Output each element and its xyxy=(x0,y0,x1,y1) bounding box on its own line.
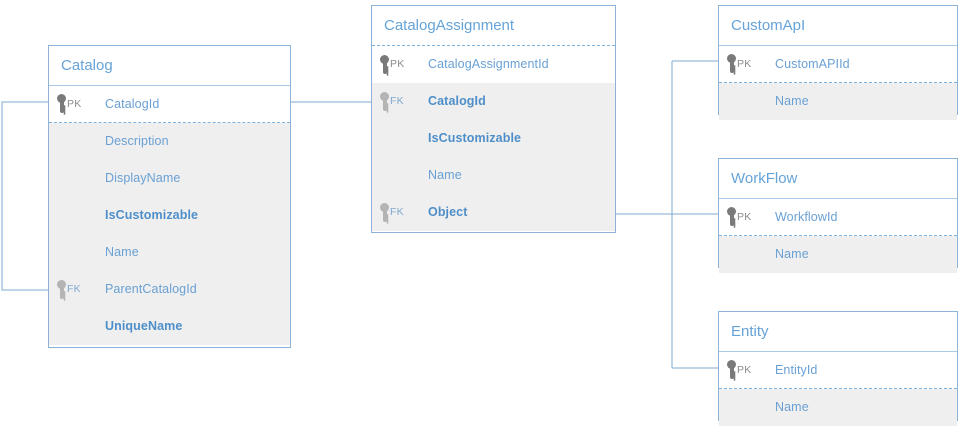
entity-table-catalogassignment[interactable]: CatalogAssignment PK CatalogAssignmentId… xyxy=(371,5,616,233)
field-row-uniquename[interactable]: UniqueName xyxy=(49,308,290,345)
foreign-key-icon xyxy=(380,91,389,112)
entity-table-entity[interactable]: Entity PK EntityId Name xyxy=(718,311,958,426)
field-name: CatalogAssignmentId xyxy=(428,57,549,71)
key-cell: FK xyxy=(57,271,101,308)
field-name: WorkflowId xyxy=(775,210,838,224)
entity-fields-customapi: PK CustomAPIId Name xyxy=(719,46,957,120)
entity-title-workflow: WorkFlow xyxy=(719,159,957,199)
foreign-key-icon xyxy=(57,279,66,300)
field-name: CustomAPIId xyxy=(775,57,850,71)
key-cell: FK xyxy=(380,194,424,231)
field-name: ParentCatalogId xyxy=(105,282,197,296)
entity-table-catalog[interactable]: Catalog PK CatalogId Description Display… xyxy=(48,45,291,348)
field-name: CatalogId xyxy=(105,97,160,111)
field-row-customapiid[interactable]: PK CustomAPIId xyxy=(719,46,957,83)
field-name: Name xyxy=(775,247,809,261)
field-name: IsCustomizable xyxy=(105,208,199,222)
field-name: DisplayName xyxy=(105,171,181,185)
entity-table-workflow[interactable]: WorkFlow PK WorkflowId Name xyxy=(718,158,958,273)
field-name: Name xyxy=(775,94,809,108)
key-label: PK xyxy=(390,58,405,70)
key-cell: PK xyxy=(380,46,424,83)
key-cell: PK xyxy=(727,199,771,235)
key-cell: FK xyxy=(380,83,424,120)
connector-catalog-self xyxy=(1,101,48,291)
entity-title-customapi: CustomApI xyxy=(719,6,957,46)
key-label: PK xyxy=(737,363,752,376)
entity-title-catalogassignment: CatalogAssignment xyxy=(372,6,615,46)
field-name: CatalogId xyxy=(428,94,486,108)
field-row-catalogassignmentid[interactable]: PK CatalogAssignmentId xyxy=(372,46,615,83)
key-cell: PK xyxy=(57,86,101,122)
key-cell: PK xyxy=(727,46,771,82)
primary-key-icon xyxy=(727,360,736,380)
key-cell: PK xyxy=(727,352,771,388)
field-name: IsCustomizable xyxy=(428,131,522,145)
field-row-name[interactable]: Name xyxy=(719,83,957,120)
entity-title-catalog: Catalog xyxy=(49,46,290,86)
entity-fields-catalogassignment: PK CatalogAssignmentId FK CatalogId IsCu… xyxy=(372,46,615,231)
field-row-description[interactable]: Description xyxy=(49,123,290,160)
field-name: Description xyxy=(105,134,169,148)
field-name: Name xyxy=(105,245,139,259)
entity-title-entity: Entity xyxy=(719,312,957,352)
field-name: Name xyxy=(775,400,809,414)
entity-fields-workflow: PK WorkflowId Name xyxy=(719,199,957,273)
field-row-displayname[interactable]: DisplayName xyxy=(49,160,290,197)
field-name: EntityId xyxy=(775,363,818,377)
primary-key-icon xyxy=(57,94,66,114)
foreign-key-icon xyxy=(380,202,389,223)
field-row-name[interactable]: Name xyxy=(372,157,615,194)
key-label: PK xyxy=(67,97,82,110)
field-row-workflowid[interactable]: PK WorkflowId xyxy=(719,199,957,236)
primary-key-icon xyxy=(380,54,389,75)
entity-table-customapi[interactable]: CustomApI PK CustomAPIId Name xyxy=(718,5,958,120)
field-name: UniqueName xyxy=(105,319,183,333)
key-label: PK xyxy=(737,57,752,70)
entity-fields-entity: PK EntityId Name xyxy=(719,352,957,426)
field-row-catalogid[interactable]: PK CatalogId xyxy=(49,86,290,123)
field-row-name[interactable]: Name xyxy=(49,234,290,271)
key-label: FK xyxy=(390,206,404,218)
field-row-iscustomizable[interactable]: IsCustomizable xyxy=(372,120,615,157)
field-row-parentcatalogid[interactable]: FK ParentCatalogId xyxy=(49,271,290,308)
key-label: PK xyxy=(737,210,752,223)
field-row-entityid[interactable]: PK EntityId xyxy=(719,352,957,389)
field-row-name[interactable]: Name xyxy=(719,236,957,273)
entity-fields-catalog: PK CatalogId Description DisplayName IsC… xyxy=(49,86,290,345)
primary-key-icon xyxy=(727,207,736,227)
key-label: FK xyxy=(390,95,404,107)
field-row-catalogid[interactable]: FK CatalogId xyxy=(372,83,615,120)
field-name: Object xyxy=(428,205,468,219)
field-name: Name xyxy=(428,168,462,182)
field-row-name[interactable]: Name xyxy=(719,389,957,426)
field-row-object[interactable]: FK Object xyxy=(372,194,615,231)
primary-key-icon xyxy=(727,54,736,74)
field-row-iscustomizable[interactable]: IsCustomizable xyxy=(49,197,290,234)
key-label: FK xyxy=(67,283,81,295)
